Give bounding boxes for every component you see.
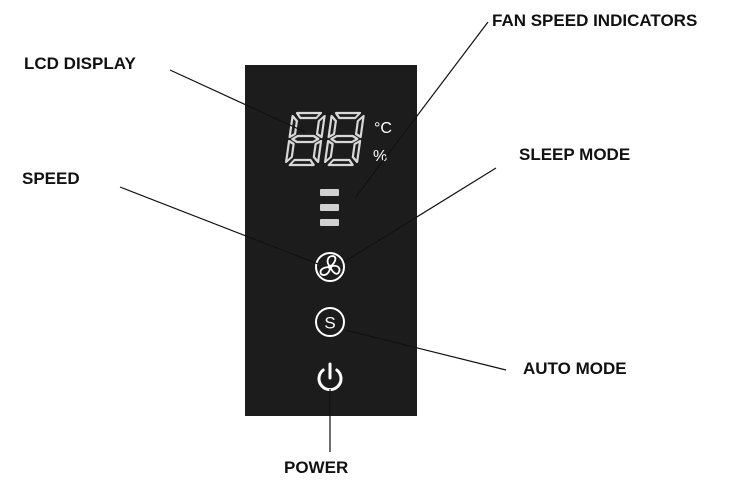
label-power: POWER — [284, 458, 349, 477]
label-sleep-mode: SLEEP MODE — [519, 145, 631, 164]
label-fan-speed-indicators: FAN SPEED INDICATORS — [492, 11, 698, 30]
label-speed: SPEED — [22, 169, 80, 188]
label-lcd-display: LCD DISPLAY — [24, 54, 136, 73]
label-auto-mode: AUTO MODE — [523, 359, 627, 378]
control-panel — [245, 65, 417, 416]
